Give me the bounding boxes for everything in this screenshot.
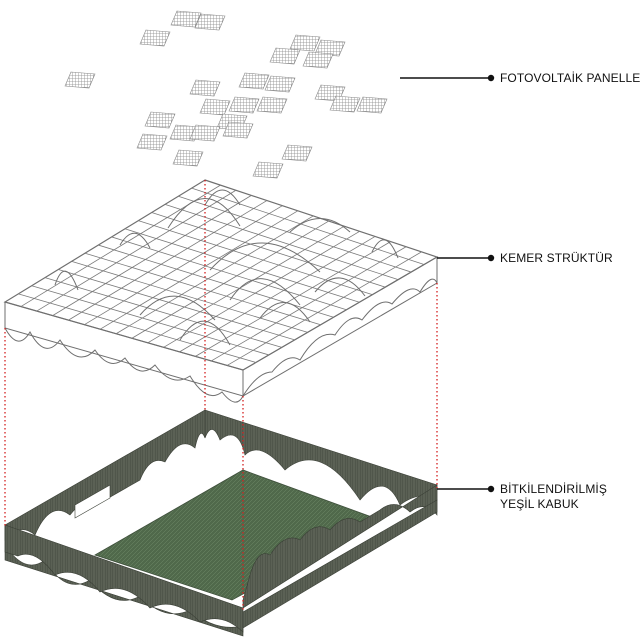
arch-grid-line <box>68 200 268 321</box>
photovoltaic-panels-layer <box>64 10 388 179</box>
label-green-shell: BİTKİLENDİRİLMİŞ YEŞİL KABUK <box>500 482 607 512</box>
photovoltaic-panel <box>144 111 176 129</box>
arch-right-scallops <box>242 278 438 397</box>
photovoltaic-panel <box>281 144 313 162</box>
arch-grid-line <box>124 228 360 303</box>
arch-grid-line <box>179 236 376 353</box>
shell-front-right-face <box>242 484 438 609</box>
arch-grid-line <box>52 195 252 316</box>
photovoltaic-panel <box>314 39 346 57</box>
arch-grid-line <box>115 215 314 335</box>
arch-curves <box>54 189 399 346</box>
leader-dot-photovoltaic <box>487 74 495 82</box>
arch-grid-line <box>36 189 237 312</box>
arch-grid-line <box>191 187 425 265</box>
photovoltaic-panel <box>302 51 334 69</box>
arch-grid-line <box>147 225 345 344</box>
photovoltaic-panel <box>329 95 361 113</box>
shell-front-left-face <box>4 524 244 633</box>
photovoltaic-panel <box>222 121 254 139</box>
leader-dot-green-shell <box>487 485 495 493</box>
arch-grid-line <box>211 246 407 362</box>
green-shell-layer <box>4 409 438 637</box>
arch-grid-line <box>163 230 360 348</box>
arch-grid-line <box>84 252 321 326</box>
arch-grid-line <box>71 260 308 333</box>
photovoltaic-panel <box>189 124 221 142</box>
photovoltaic-panel <box>194 13 226 31</box>
arch-grid-line <box>164 204 399 280</box>
label-green-shell-line2: YEŞİL KABUK <box>500 497 579 511</box>
photovoltaic-panel <box>356 96 388 114</box>
arch-grid-line <box>151 212 386 288</box>
photovoltaic-panel <box>256 96 288 114</box>
photovoltaic-panel <box>238 72 270 90</box>
photovoltaic-panel <box>252 161 284 179</box>
label-arch-structure: KEMER STRÜKTÜR <box>500 251 613 265</box>
arch-grid-line <box>58 269 295 341</box>
arch-grid-line <box>111 236 347 311</box>
photovoltaic-panel <box>228 96 260 114</box>
arch-grid-line <box>18 293 257 363</box>
photovoltaic-panel <box>189 79 221 97</box>
arch-left-scallops <box>4 327 244 403</box>
leader-dots <box>487 74 495 493</box>
projection-lines <box>4 180 438 610</box>
arch-structure-layer <box>3 179 439 403</box>
arch-grid-line <box>178 195 412 273</box>
arch-grid-line <box>131 220 329 339</box>
shell-front-right-lower <box>242 499 438 629</box>
arch-grid-line <box>99 210 299 330</box>
leader-lines <box>400 77 490 490</box>
leader-dot-arch <box>487 254 495 262</box>
photovoltaic-panel <box>170 10 202 28</box>
shell-back-right-wall <box>204 409 438 506</box>
arch-grid-line <box>226 251 422 366</box>
label-photovoltaic-panels: FOTOVOLTAİK PANELLER <box>500 71 640 85</box>
photovoltaic-panel <box>172 149 204 167</box>
arch-grid-line <box>195 241 391 357</box>
photovoltaic-panel <box>199 98 231 116</box>
photovoltaic-panel <box>264 75 296 93</box>
photovoltaic-panel <box>64 71 96 89</box>
label-green-shell-line1: BİTKİLENDİRİLMİŞ <box>500 482 607 496</box>
arch-grid-line <box>138 220 373 296</box>
shell-window-opening <box>74 484 111 519</box>
arch-grid-line <box>84 205 283 326</box>
arch-grid-line <box>44 277 282 348</box>
photovoltaic-panel <box>139 29 171 47</box>
photovoltaic-panel <box>289 34 321 52</box>
photovoltaic-panel <box>269 47 301 65</box>
photovoltaic-panel <box>136 133 168 151</box>
